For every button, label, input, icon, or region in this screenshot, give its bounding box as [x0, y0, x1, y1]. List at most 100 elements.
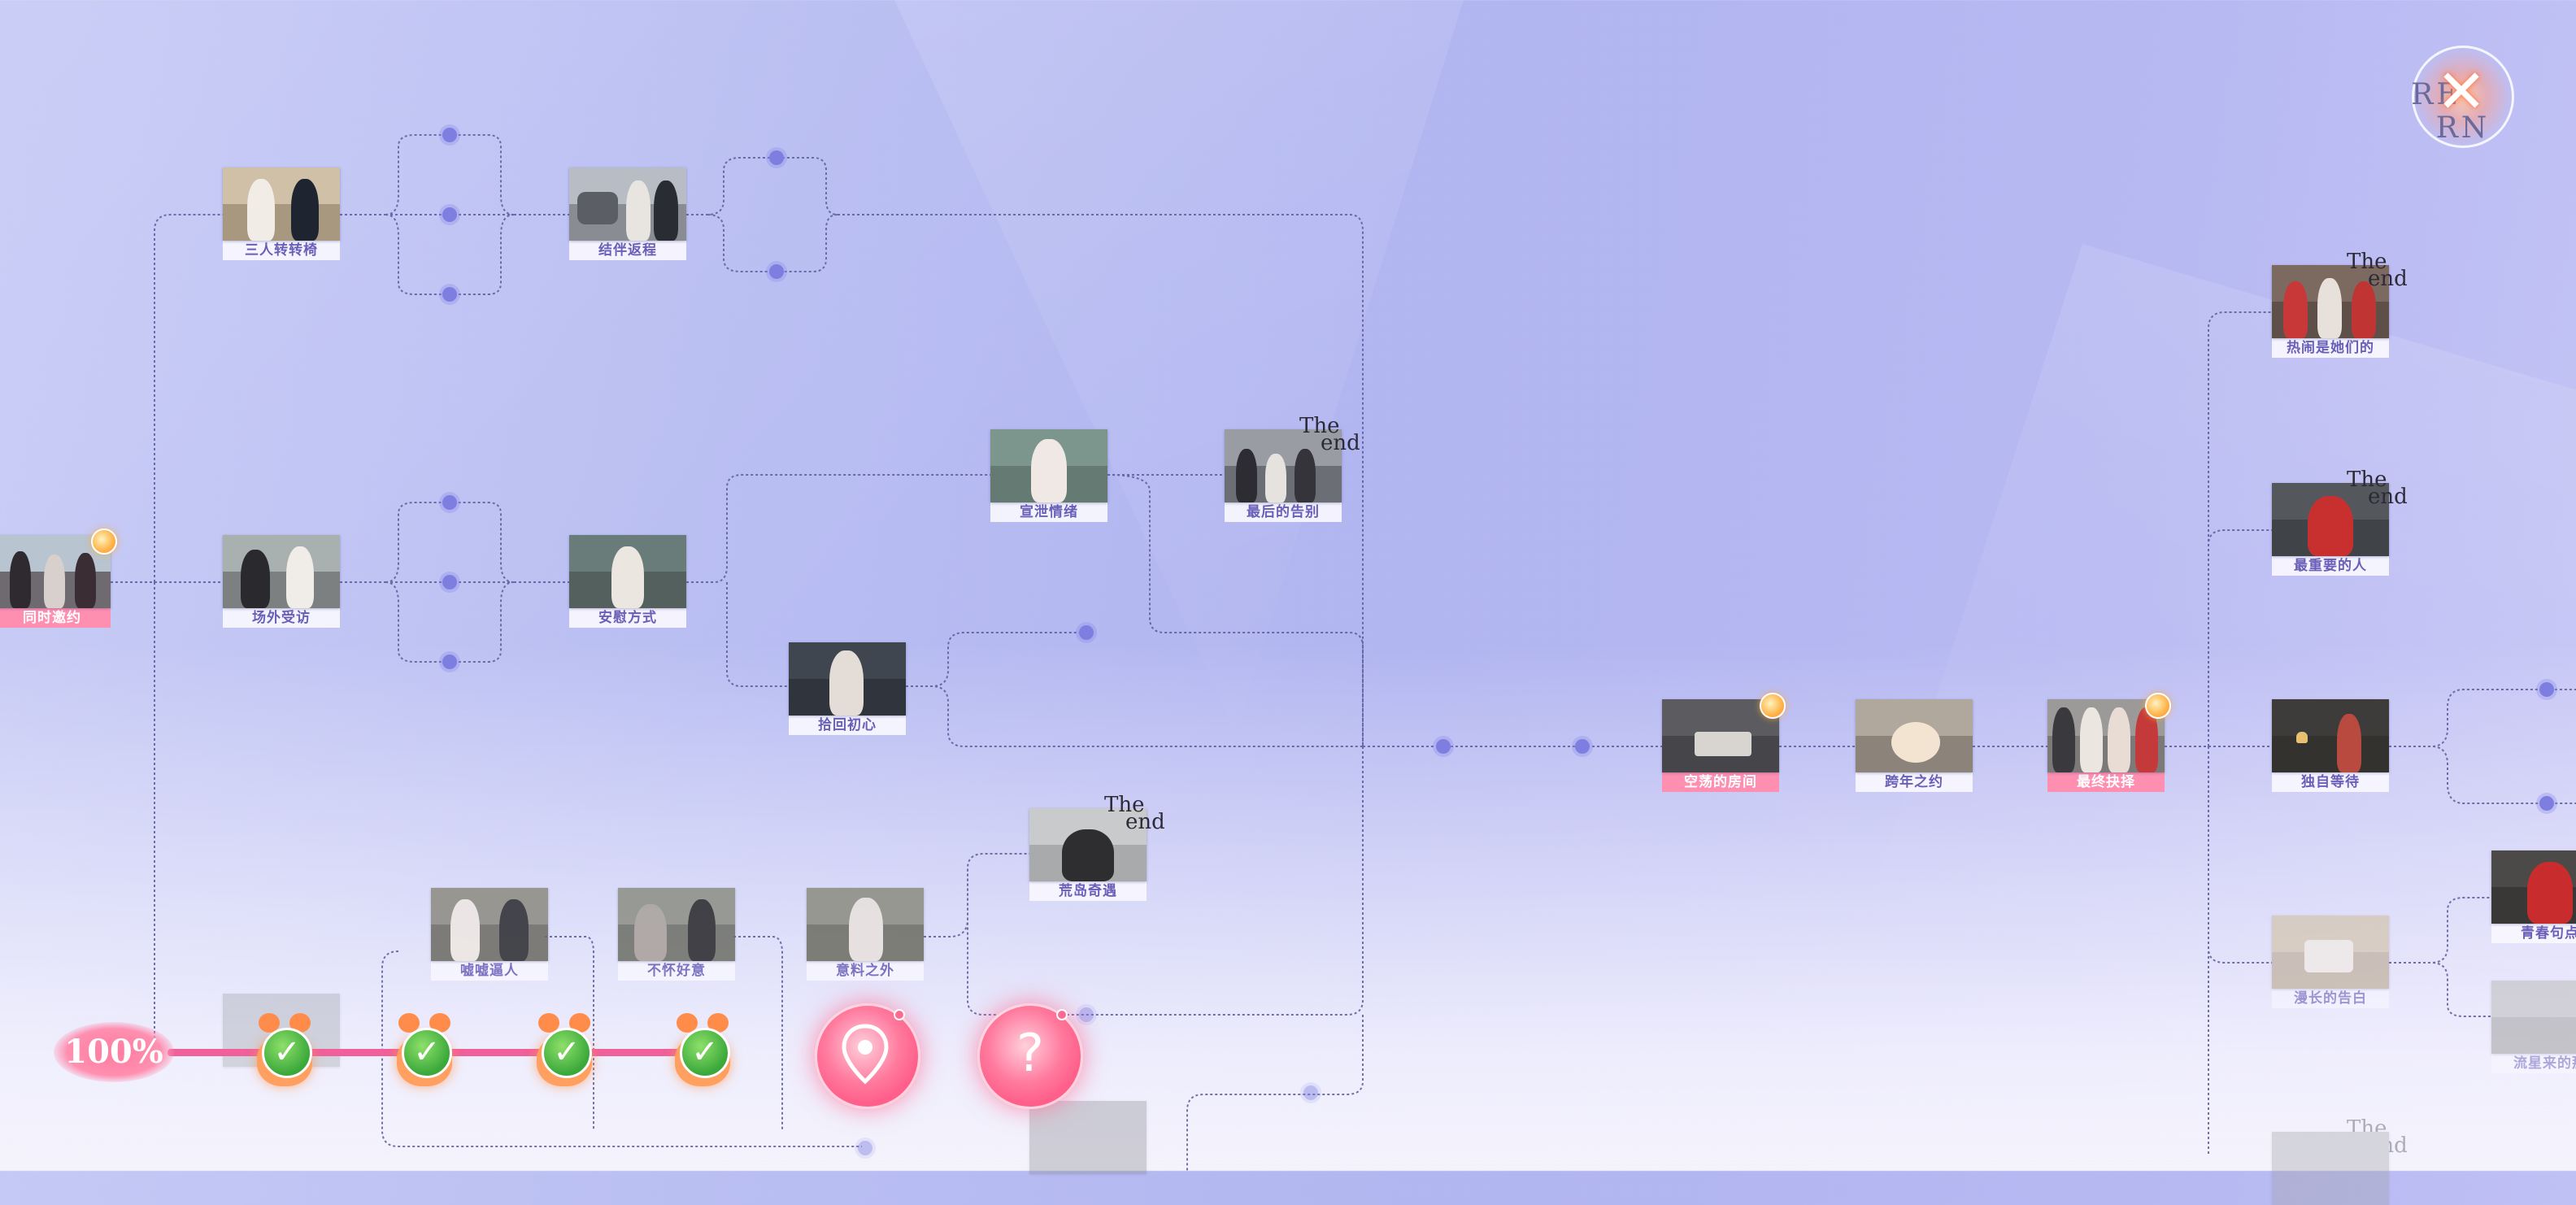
story-node-n14[interactable]: 跨年之约 [1856, 699, 1973, 792]
story-node-n18[interactable]: 独自等待 [2272, 699, 2389, 792]
milestone-bear-icon[interactable]: ✓ [250, 1013, 319, 1091]
node-label: 漫长的告白 [2272, 989, 2389, 1008]
branch-point[interactable] [1303, 1085, 1318, 1100]
story-node-n19[interactable]: 漫长的告白 [2272, 916, 2389, 1008]
node-label: 嘘嘘逼人 [431, 961, 548, 981]
branch-point[interactable] [2539, 682, 2554, 697]
story-node-n15[interactable]: 最终抉择 [2047, 693, 2171, 792]
node-label: 宣泄情绪 [990, 502, 1107, 522]
story-node-n13[interactable]: 空荡的房间 [1662, 693, 1786, 792]
rexrn-logo: RERN ✕ [2386, 46, 2540, 148]
branch-point[interactable] [442, 287, 457, 302]
scene-thumbnail [223, 167, 340, 241]
story-node-n6[interactable]: 宣泄情绪 [990, 429, 1107, 522]
story-node-n20[interactable]: 青春句点 [2491, 850, 2576, 943]
story-node-n8[interactable]: 拾回初心 [789, 642, 906, 735]
node-label: 荒岛奇遇 [1029, 881, 1147, 901]
story-node-n2[interactable]: 三人转转椅 [223, 167, 340, 260]
node-label: 热闹是她们的 [2272, 338, 2389, 358]
map-pin-icon [842, 1024, 889, 1085]
new-badge-icon [2145, 693, 2171, 719]
branch-point[interactable] [1436, 739, 1451, 754]
node-label: 场外受访 [223, 608, 340, 628]
branch-point[interactable] [1079, 1007, 1094, 1022]
node-label: 青春句点 [2491, 924, 2576, 943]
scene-thumbnail [1225, 429, 1342, 502]
milestone-bear-icon[interactable]: ✓ [390, 1013, 459, 1091]
node-label: 安慰方式 [569, 608, 686, 628]
node-label: 空荡的房间 [1662, 772, 1779, 792]
branch-point[interactable] [2539, 796, 2554, 811]
story-node-hidden[interactable] [1029, 1101, 1147, 1174]
branch-point[interactable] [442, 495, 457, 510]
node-label: 拾回初心 [789, 716, 906, 735]
locate-button[interactable] [815, 1003, 920, 1109]
progress-percent: 100% [54, 1022, 174, 1082]
scene-thumbnail [789, 642, 906, 716]
scene-thumbnail [431, 888, 548, 961]
milestone-bear-icon[interactable]: ✓ [530, 1013, 598, 1091]
node-label: 结伴返程 [569, 241, 686, 260]
scene-thumbnail [569, 535, 686, 608]
scene-thumbnail [1029, 1101, 1147, 1174]
logo-ring [2412, 46, 2514, 148]
story-node-n3[interactable]: 结伴返程 [569, 167, 686, 260]
node-label: 流星来的那 [2491, 1054, 2576, 1073]
branch-point[interactable] [769, 150, 784, 165]
scene-thumbnail [2272, 916, 2389, 989]
notification-dot [894, 1009, 905, 1020]
story-node-n4[interactable]: 场外受访 [223, 535, 340, 628]
branch-point[interactable] [442, 207, 457, 222]
node-label: 同时邀约 [0, 608, 111, 628]
story-node-n11[interactable]: 不怀好意 [618, 888, 735, 981]
scene-thumbnail [2272, 483, 2389, 556]
story-node-n10[interactable]: 嘘嘘逼人 [431, 888, 548, 981]
node-label: 跨年之约 [1856, 772, 1973, 792]
logo-x-icon: ✕ [2436, 57, 2487, 127]
check-icon: ✓ [262, 1028, 312, 1078]
branch-point[interactable] [1079, 625, 1094, 640]
scene-thumbnail [2491, 981, 2576, 1054]
scene-thumbnail [2272, 699, 2389, 772]
branch-point[interactable] [442, 575, 457, 589]
story-node-n5[interactable]: 安慰方式 [569, 535, 686, 628]
scene-thumbnail [990, 429, 1107, 502]
new-badge-icon [91, 529, 117, 555]
scene-thumbnail [807, 888, 924, 961]
branch-point[interactable] [858, 1141, 872, 1155]
branch-point[interactable] [1575, 739, 1590, 754]
check-icon: ✓ [680, 1028, 730, 1078]
new-badge-icon [1760, 693, 1786, 719]
node-label: 独自等待 [2272, 772, 2389, 792]
milestone-bear-icon[interactable]: ✓ [668, 1013, 737, 1091]
scene-thumbnail [1029, 808, 1147, 881]
branch-connectors [111, 134, 2576, 1171]
node-label: 最终抉择 [2047, 772, 2165, 792]
branch-point[interactable] [442, 655, 457, 669]
scene-thumbnail [569, 167, 686, 241]
story-node-n21[interactable]: 流星来的那 [2491, 981, 2576, 1073]
scene-thumbnail [618, 888, 735, 961]
branch-point[interactable] [442, 128, 457, 142]
story-node-n12[interactable]: 意料之外 [807, 888, 924, 981]
story-node-n1[interactable]: 同时邀约 [0, 529, 117, 628]
question-mark-icon: ? [1016, 1024, 1044, 1084]
unknown-branch-button[interactable]: ? [977, 1003, 1083, 1109]
scene-thumbnail [2491, 850, 2576, 924]
check-icon: ✓ [402, 1028, 452, 1078]
scene-thumbnail [2272, 265, 2389, 338]
node-label: 不怀好意 [618, 961, 735, 981]
scene-thumbnail [1662, 699, 1779, 772]
branch-point[interactable] [769, 264, 784, 279]
scene-thumbnail [2272, 1132, 2389, 1205]
